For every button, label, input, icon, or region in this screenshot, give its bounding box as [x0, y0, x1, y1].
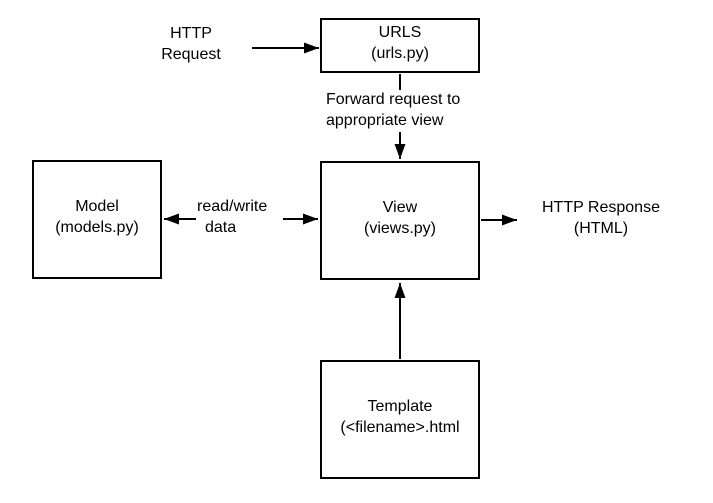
urls-box: URLS (urls.py)	[320, 18, 480, 73]
view-box-label: View (views.py)	[363, 199, 436, 237]
urls-box-label: URLS (urls.py)	[371, 24, 429, 62]
view-box: View (views.py)	[320, 161, 480, 280]
template-box-label: Template (<filename>.html	[340, 398, 460, 436]
forward-request-label: Forward request to appropriate view	[326, 91, 461, 129]
http-response-label: HTTP Response (HTML)	[542, 199, 660, 237]
read-write-label-line1: read/write	[197, 198, 268, 215]
model-box: Model (models.py)	[32, 160, 162, 279]
template-box: Template (<filename>.html	[320, 360, 480, 479]
read-write-label-line2: data	[205, 219, 237, 236]
model-box-label: Model (models.py)	[55, 198, 139, 236]
http-request-label: HTTP Request	[161, 25, 221, 63]
